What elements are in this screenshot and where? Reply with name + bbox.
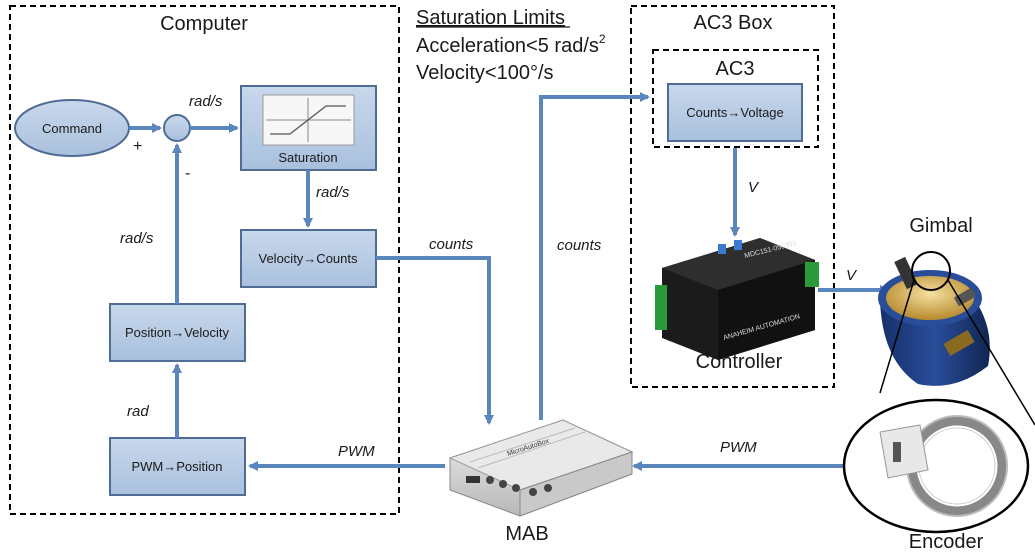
saturation-graph-curve — [270, 105, 346, 135]
gimbal-label: Gimbal — [909, 215, 972, 237]
velocity-limit: Velocity<100°/s — [416, 62, 554, 84]
signal-counts-left: counts — [429, 236, 474, 253]
ac3-box-label: AC3 Box — [694, 12, 773, 34]
summing-junction — [163, 114, 191, 142]
controller-device: MDC151-050301 ANAHEIM AUTOMATION — [655, 238, 819, 360]
plus-sign: + — [133, 138, 142, 155]
position-velocity-label: Position→Velocity — [125, 325, 230, 340]
acceleration-limit: Acceleration<5 rad/s2 — [416, 32, 606, 57]
arrow-velcounts-to-mab — [376, 256, 494, 425]
velocity-counts-label: Velocity→Counts — [259, 251, 358, 266]
saturation-label: Saturation — [278, 150, 337, 165]
counts-voltage-block — [667, 83, 803, 142]
pwm-position-label: PWM→Position — [131, 459, 222, 474]
signal-rad: rad — [127, 403, 149, 420]
counts-voltage-label: Counts→Voltage — [686, 105, 784, 120]
signal-arrows — [129, 92, 890, 471]
computer-group-label: Computer — [160, 13, 248, 35]
ac3-label: AC3 — [716, 58, 755, 80]
signal-rad-s-left: rad/s — [120, 230, 154, 247]
signal-v-down: V — [748, 179, 760, 196]
signal-pwm-left: PWM — [338, 443, 375, 460]
encoder-label: Encoder — [909, 531, 984, 552]
ac3-group — [652, 49, 819, 148]
position-velocity-block — [109, 303, 246, 362]
signal-rad-s-top: rad/s — [189, 93, 223, 110]
callout-line-left — [879, 279, 915, 394]
callout-line-right — [947, 279, 1035, 426]
signal-rad-s-sat: rad/s — [316, 184, 350, 201]
saturation-limits-title: Saturation Limits — [416, 7, 565, 29]
encoder-device — [879, 415, 1008, 517]
command-label: Command — [42, 121, 102, 136]
minus-sign: - — [185, 165, 190, 182]
controller-label: Controller — [696, 351, 783, 373]
signal-pwm-right: PWM — [720, 439, 757, 456]
gimbal-highlight-circle — [911, 251, 951, 291]
ac3-box-group — [630, 5, 835, 388]
mab-device: MicroAutoBox — [448, 419, 634, 517]
signal-counts-mid: counts — [557, 237, 602, 254]
signal-v-right: V — [846, 267, 858, 284]
arrow-mab-to-ac3 — [539, 92, 650, 420]
mab-label: MAB — [505, 523, 548, 545]
pwm-position-block — [109, 437, 246, 496]
